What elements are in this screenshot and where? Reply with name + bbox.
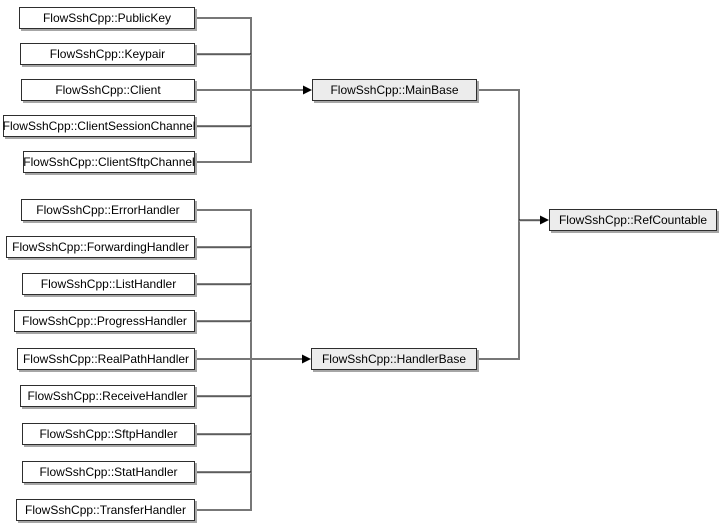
class-node-client-session-channel[interactable]: FlowSshCpp::ClientSessionChannel [3,115,195,137]
class-node-forwarding-handler[interactable]: FlowSshCpp::ForwardingHandler [6,236,195,258]
class-node-client[interactable]: FlowSshCpp::Client [21,79,195,101]
class-node-stat-handler[interactable]: FlowSshCpp::StatHandler [22,461,195,483]
class-node-publickey[interactable]: FlowSshCpp::PublicKey [19,7,195,29]
class-node-client-sftp-channel[interactable]: FlowSshCpp::ClientSftpChannel [23,151,195,173]
arrowhead-handlerbase [302,354,311,364]
class-node-receive-handler[interactable]: FlowSshCpp::ReceiveHandler [20,385,195,407]
arrowhead-refcountable [540,215,549,225]
class-node-main-base[interactable]: FlowSshCpp::MainBase [312,79,477,101]
class-node-sftp-handler[interactable]: FlowSshCpp::SftpHandler [22,423,195,445]
class-node-error-handler[interactable]: FlowSshCpp::ErrorHandler [21,199,195,221]
trunk-refcountable [477,89,520,360]
class-node-keypair[interactable]: FlowSshCpp::Keypair [20,43,195,65]
class-node-transfer-handler[interactable]: FlowSshCpp::TransferHandler [16,499,195,521]
arrowhead-mainbase [303,85,312,95]
class-node-list-handler[interactable]: FlowSshCpp::ListHandler [22,273,195,295]
class-node-ref-countable[interactable]: FlowSshCpp::RefCountable [549,209,717,231]
class-node-handler-base[interactable]: FlowSshCpp::HandlerBase [311,348,477,370]
class-node-progress-handler[interactable]: FlowSshCpp::ProgressHandler [14,310,195,332]
class-node-real-path-handler[interactable]: FlowSshCpp::RealPathHandler [17,348,195,370]
